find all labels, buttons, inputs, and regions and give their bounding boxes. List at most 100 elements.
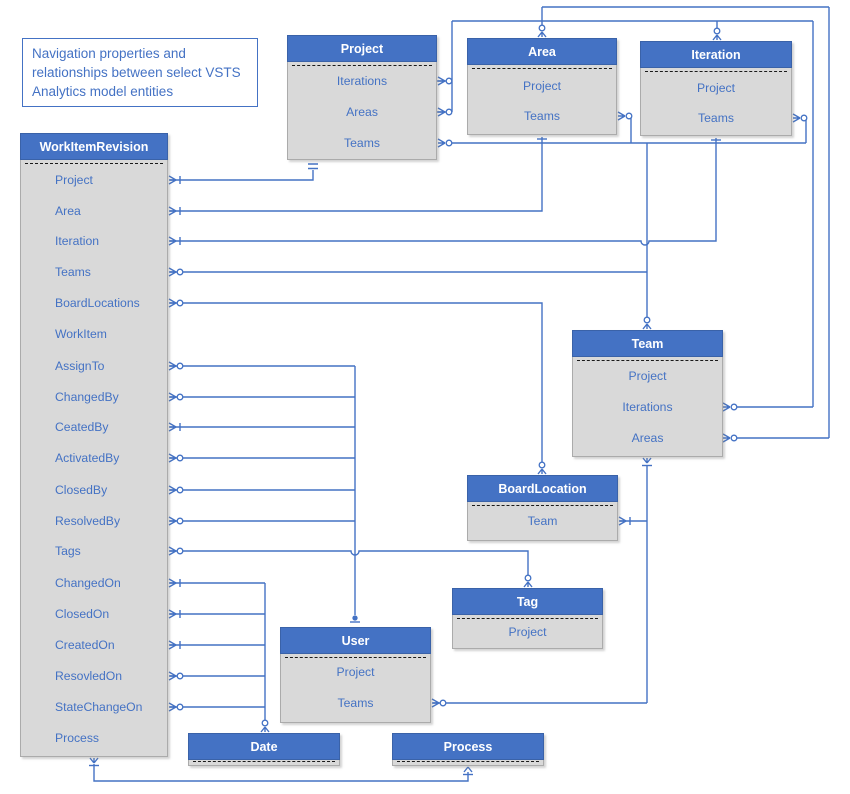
crowsfoot-icon (722, 402, 731, 412)
cardinality-circle (176, 268, 184, 276)
cardinality-circle (538, 461, 546, 469)
header-separator (577, 360, 718, 361)
field-project-teams: Teams (344, 136, 380, 150)
entity-process-title: Process (392, 733, 544, 760)
field-workitemrevision-assignto: AssignTo (55, 359, 105, 373)
field-workitemrevision-statechangeon: StateChangeOn (55, 700, 143, 714)
crowsfoot-icon (617, 111, 626, 121)
field-iteration-project: Project (697, 81, 735, 95)
field-workitemrevision-activatedby: ActivatedBy (55, 451, 120, 465)
cardinality-circle (713, 27, 721, 35)
cardinality-circle (176, 454, 184, 462)
field-area-teams: Teams (524, 109, 560, 123)
crowsfoot-icon (168, 485, 177, 495)
header-separator (472, 68, 612, 69)
crowsfoot-icon (168, 422, 177, 432)
cardinality-circle (176, 299, 184, 307)
cardinality-circle (643, 316, 651, 324)
field-workitemrevision-iteration: Iteration (55, 234, 100, 248)
cardinality-circle (176, 393, 184, 401)
field-project-iterations: Iterations (336, 74, 388, 88)
cardinality-circle (352, 615, 358, 621)
field-user-project: Project (336, 665, 375, 679)
entity-workitemrevision-title: WorkItemRevision (20, 133, 168, 160)
one-dash-icon (308, 163, 318, 170)
entity-area-title: Area (467, 38, 617, 65)
cardinality-circle (439, 699, 447, 707)
field-workitemrevision-closedon: ClosedOn (55, 607, 110, 621)
field-workitemrevision-changedby: ChangedBy (55, 390, 119, 404)
crowsfoot-icon (168, 546, 177, 556)
field-tag-project: Project (508, 625, 547, 639)
cardinality-circle (625, 112, 633, 120)
cardinality-circle (800, 114, 808, 122)
entity-date[interactable]: Date (188, 733, 340, 766)
crowsfoot-icon (260, 726, 270, 733)
header-separator (285, 657, 426, 658)
field-workitemrevision-ceatedby: CeatedBy (55, 420, 109, 434)
cardinality-circle (176, 703, 184, 711)
crowsfoot-icon (431, 698, 440, 708)
cardinality-circle (730, 434, 738, 442)
entity-process[interactable]: Process (392, 733, 544, 766)
crowsfoot-icon (168, 516, 177, 526)
crowsfoot-icon (168, 640, 177, 650)
field-workitemrevision-createdon: CreatedOn (55, 638, 115, 652)
crowsfoot-icon (168, 175, 177, 185)
connector-wire (170, 550, 529, 575)
diagram-title: Navigation properties and relationships … (22, 38, 258, 108)
crowsfoot-icon (722, 433, 731, 443)
entity-team-title: Team (572, 330, 723, 357)
header-separator (472, 505, 613, 506)
header-separator (292, 65, 432, 66)
entity-date-title: Date (188, 733, 340, 760)
connector-wire (170, 170, 314, 181)
crowsfoot-icon (537, 31, 547, 38)
crowsfoot-icon (523, 581, 533, 588)
cardinality-circle (176, 486, 184, 494)
header-separator (457, 618, 598, 619)
header-separator (645, 71, 787, 72)
connector-wire (170, 138, 717, 246)
cardinality-circle (730, 403, 738, 411)
connector-wire (170, 302, 543, 462)
field-workitemrevision-area: Area (55, 204, 81, 218)
header-separator (193, 761, 335, 762)
cardinality-circle (445, 108, 453, 116)
field-workitemrevision-boardlocations: BoardLocations (55, 296, 140, 310)
field-workitemrevision-resolvedby: ResolvedBy (55, 514, 121, 528)
field-workitemrevision-tags: Tags (55, 544, 81, 558)
field-team-areas: Areas (631, 431, 664, 445)
cardinality-circle (176, 362, 184, 370)
crowsfoot-icon (437, 76, 446, 86)
crowsfoot-icon (618, 516, 627, 526)
crowsfoot-icon (712, 34, 722, 41)
field-area-project: Project (523, 79, 561, 93)
field-workitemrevision-project: Project (55, 173, 93, 187)
entity-iteration-title: Iteration (640, 41, 792, 68)
field-workitemrevision-closedby: ClosedBy (55, 483, 108, 497)
connector-wire (93, 764, 469, 782)
cardinality-circle (176, 517, 184, 525)
arrow-icon (463, 766, 473, 773)
field-workitemrevision-workitem: WorkItem (55, 327, 107, 341)
crowsfoot-icon (168, 702, 177, 712)
crowsfoot-icon (792, 113, 801, 123)
cardinality-circle (261, 719, 269, 727)
cardinality-circle (445, 77, 453, 85)
crowsfoot-icon (89, 757, 99, 764)
entity-boardlocation-title: BoardLocation (467, 475, 618, 502)
cardinality-circle (524, 574, 532, 582)
crowsfoot-icon (168, 453, 177, 463)
crowsfoot-icon (168, 578, 177, 588)
crowsfoot-icon (168, 392, 177, 402)
